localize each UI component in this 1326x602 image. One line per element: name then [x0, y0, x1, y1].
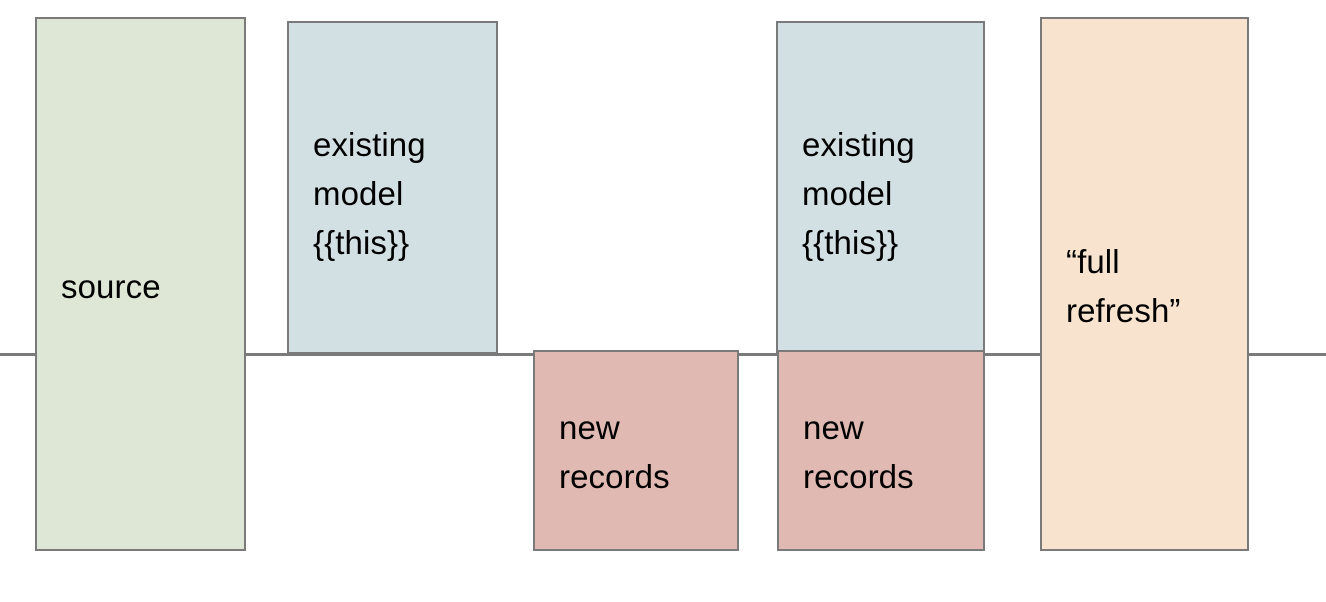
block-existing-model-1-label: existing model {{this}} [313, 126, 426, 261]
block-existing-model-1[interactable]: existing model {{this}} [287, 21, 498, 354]
block-new-records-1-label: new records [559, 408, 670, 495]
block-existing-model-2[interactable]: existing model {{this}} [776, 21, 985, 354]
block-full-refresh-label: “full refresh” [1066, 243, 1181, 329]
block-new-records-2-label: new records [803, 408, 914, 495]
block-existing-model-2-label: existing model {{this}} [802, 126, 915, 261]
block-new-records-2[interactable]: new records [777, 350, 985, 551]
block-source-label: source [61, 267, 161, 305]
block-full-refresh[interactable]: “full refresh” [1040, 17, 1249, 551]
block-new-records-1[interactable]: new records [533, 350, 739, 551]
block-source[interactable]: source [35, 17, 246, 551]
